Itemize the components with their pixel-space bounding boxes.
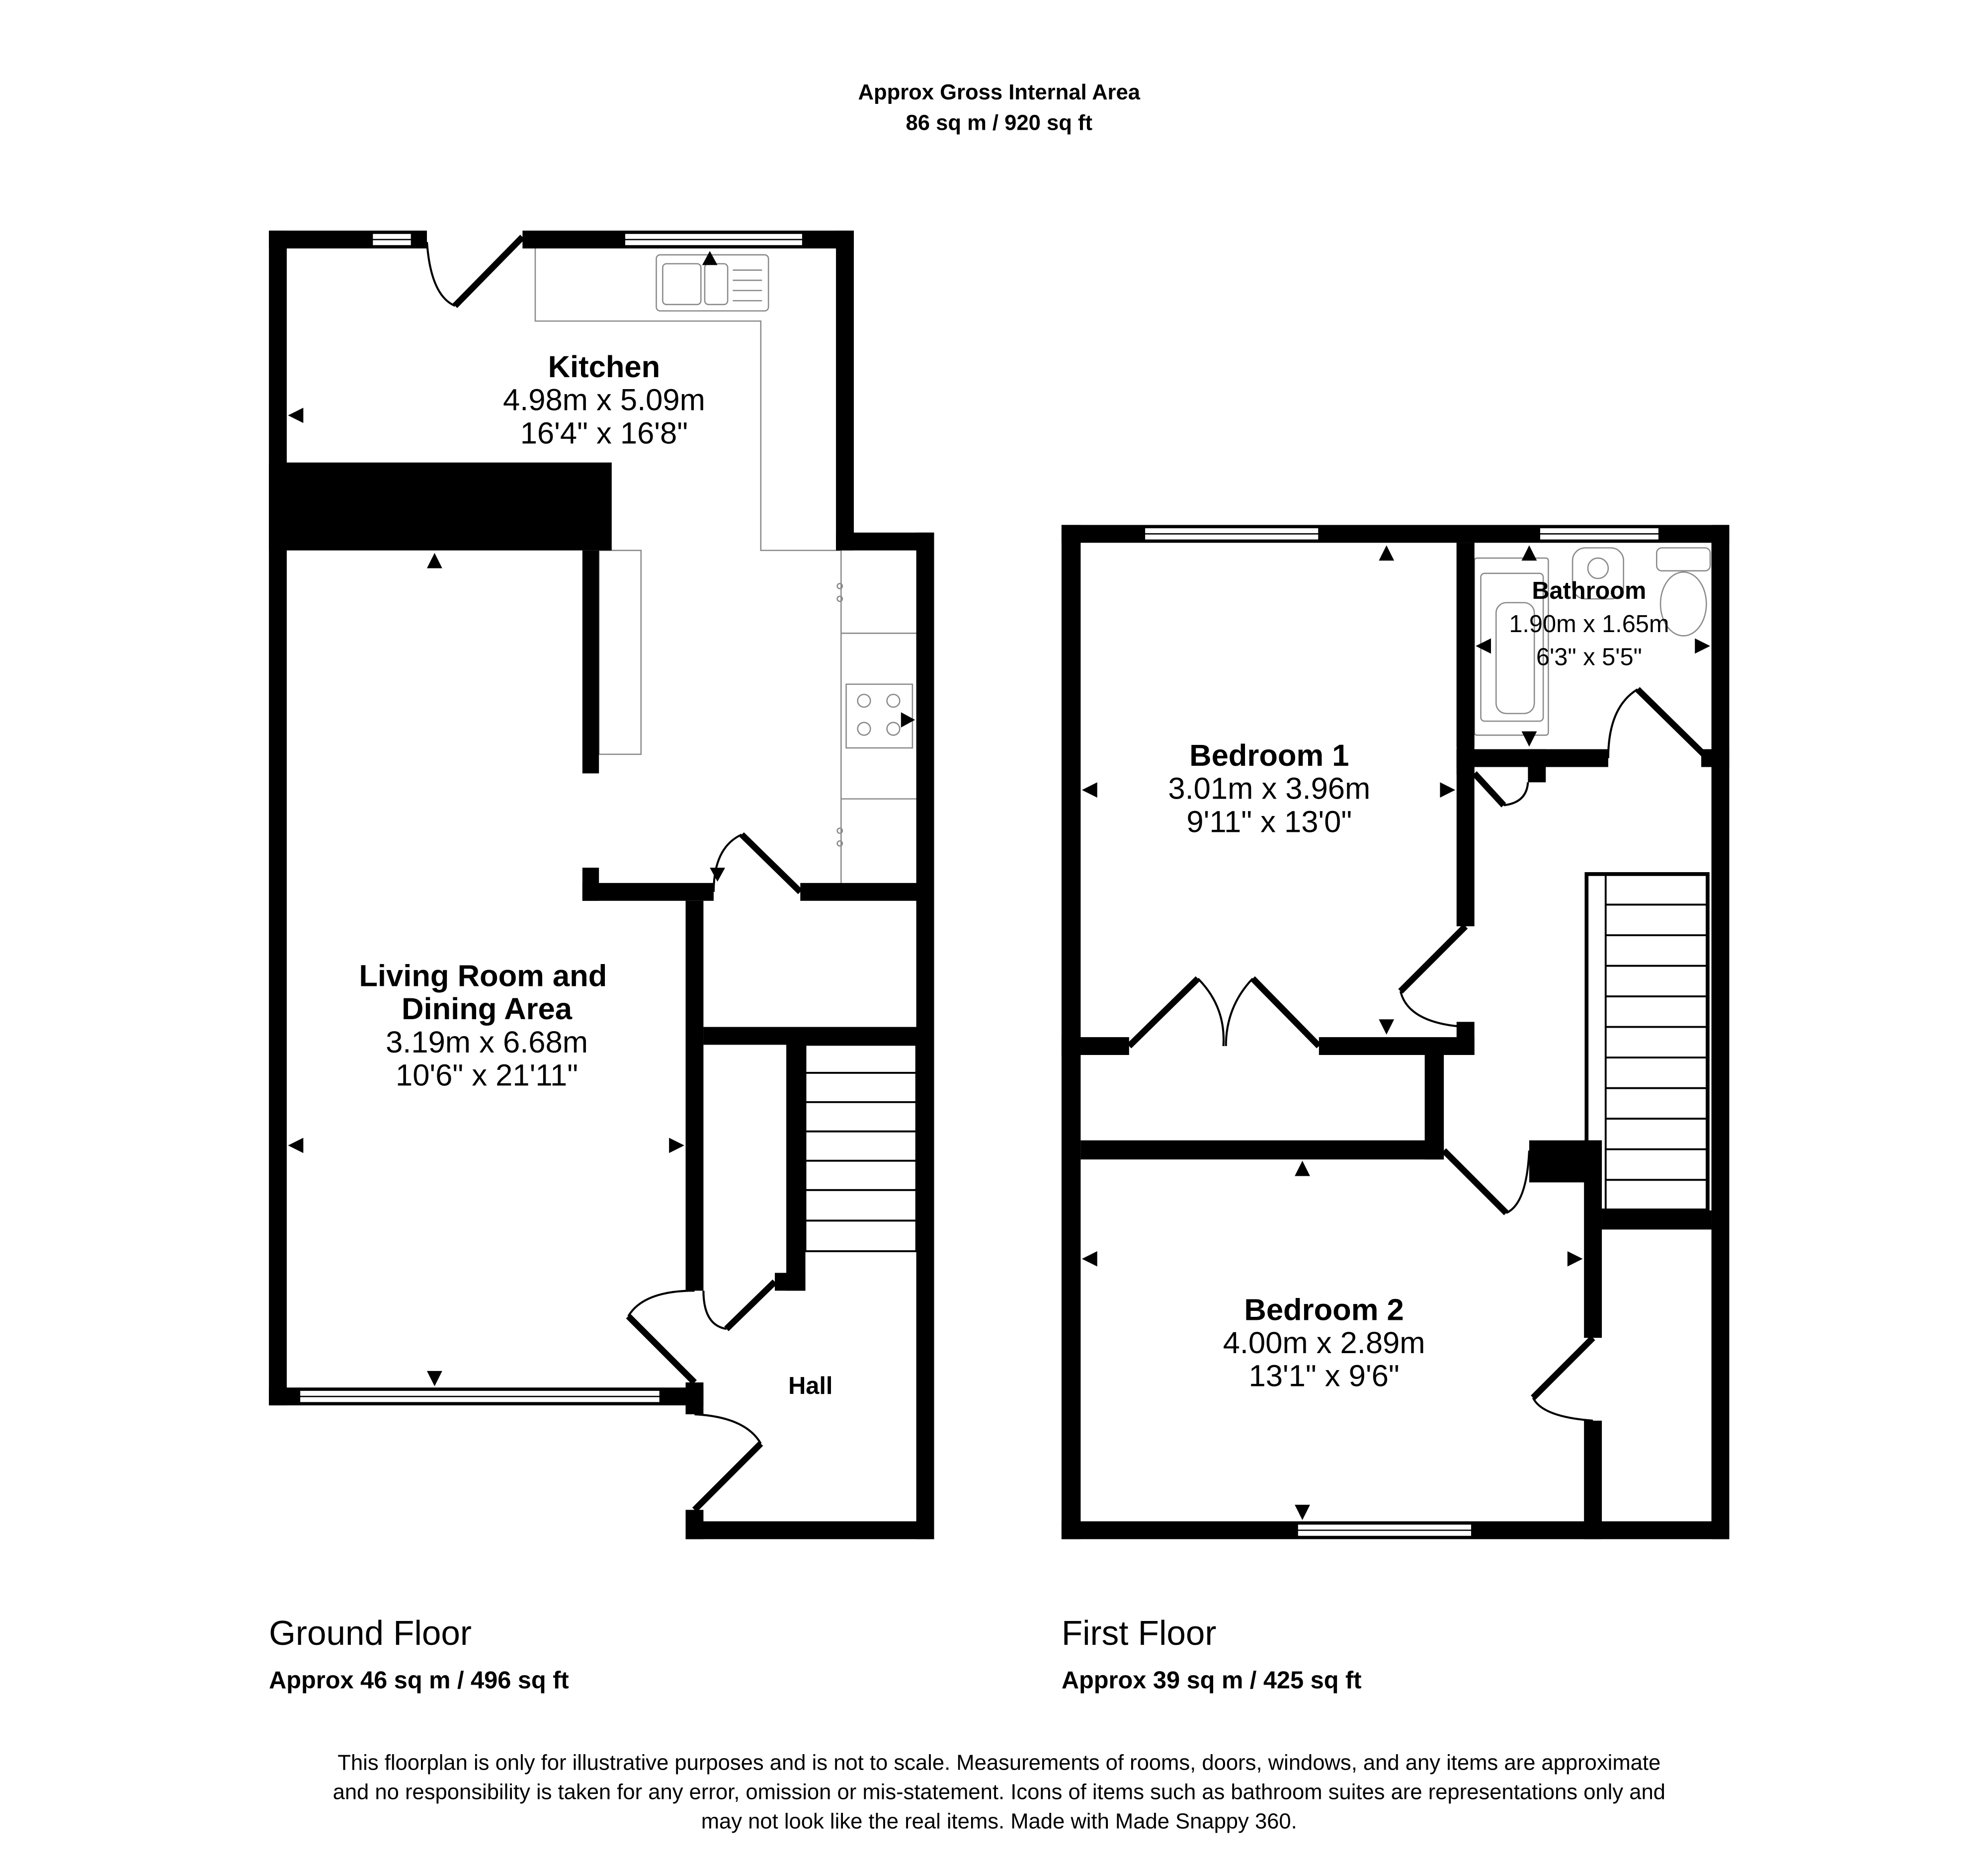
kitchen-island xyxy=(598,550,642,755)
bedroom1-name: Bedroom 1 xyxy=(1189,738,1349,773)
ground-floor-area: Approx 46 sq m / 496 sq ft xyxy=(269,1667,569,1694)
kitchen-name: Kitchen xyxy=(548,350,661,384)
front-door xyxy=(692,1413,763,1512)
living-name-line2: Dining Area xyxy=(402,992,573,1026)
living-name-line1: Living Room and xyxy=(359,959,607,993)
door xyxy=(425,235,525,308)
bathroom-metric: 1.90m x 1.65m xyxy=(1509,611,1669,638)
bedroom2-name: Bedroom 2 xyxy=(1244,1293,1404,1327)
chimney-breast xyxy=(269,462,612,551)
door xyxy=(1398,924,1468,1028)
disclaimer-line-1: This floorplan is only for illustrative … xyxy=(337,1751,1660,1775)
door xyxy=(702,1279,777,1331)
basin-icon xyxy=(1572,547,1624,600)
kitchen-worktop xyxy=(534,248,916,883)
header-total-area: 86 sq m / 920 sq ft xyxy=(906,111,1092,135)
header-title: Approx Gross Internal Area xyxy=(858,81,1141,104)
door xyxy=(712,832,803,894)
living-metric: 3.19m x 6.68m xyxy=(386,1025,588,1059)
cupboard-door xyxy=(1472,771,1529,808)
living-imperial: 10'6" x 21'11" xyxy=(396,1058,578,1093)
hall-name: Hall xyxy=(788,1373,832,1399)
dimension-arrows xyxy=(288,251,915,1386)
bedroom2-imperial: 13'1" x 9'6" xyxy=(1248,1359,1399,1393)
door xyxy=(1531,1335,1595,1422)
ground-floor-label: Ground Floor xyxy=(269,1614,472,1652)
dimension-arrows xyxy=(1081,545,1710,1520)
first-floor-area: Approx 39 sq m / 425 sq ft xyxy=(1062,1667,1362,1694)
ground-floor-plan: Kitchen 4.98m x 5.09m 16'4" x 16'8" Livi… xyxy=(269,231,934,1539)
bedroom2-metric: 4.00m x 2.89m xyxy=(1223,1326,1425,1360)
bathroom-door xyxy=(1607,687,1710,761)
sink-icon xyxy=(656,254,769,312)
toilet-icon xyxy=(1656,547,1711,637)
bathroom-imperial: 6'3" x 5'5" xyxy=(1536,644,1642,670)
door xyxy=(1441,1148,1530,1215)
staircase xyxy=(804,1044,917,1252)
door xyxy=(626,1290,697,1385)
hob-icon xyxy=(845,683,913,749)
kitchen-metric: 4.98m x 5.09m xyxy=(503,383,705,417)
bedroom1-imperial: 9'11" x 13'0" xyxy=(1186,805,1352,839)
kitchen-imperial: 16'4" x 16'8" xyxy=(520,416,688,450)
bedroom1-metric: 3.01m x 3.96m xyxy=(1168,772,1370,806)
first-floor-plan: Bedroom 1 3.01m x 3.96m 9'11" x 13'0" Ba… xyxy=(1061,525,1730,1539)
bathroom-name: Bathroom xyxy=(1532,577,1646,604)
disclaimer-line-2: and no responsibility is taken for any e… xyxy=(333,1780,1665,1804)
disclaimer-line-3: may not look like the real items. Made w… xyxy=(701,1809,1297,1833)
staircase xyxy=(1584,872,1710,1213)
wardrobe-doors xyxy=(1127,976,1322,1049)
first-floor-label: First Floor xyxy=(1062,1614,1216,1652)
